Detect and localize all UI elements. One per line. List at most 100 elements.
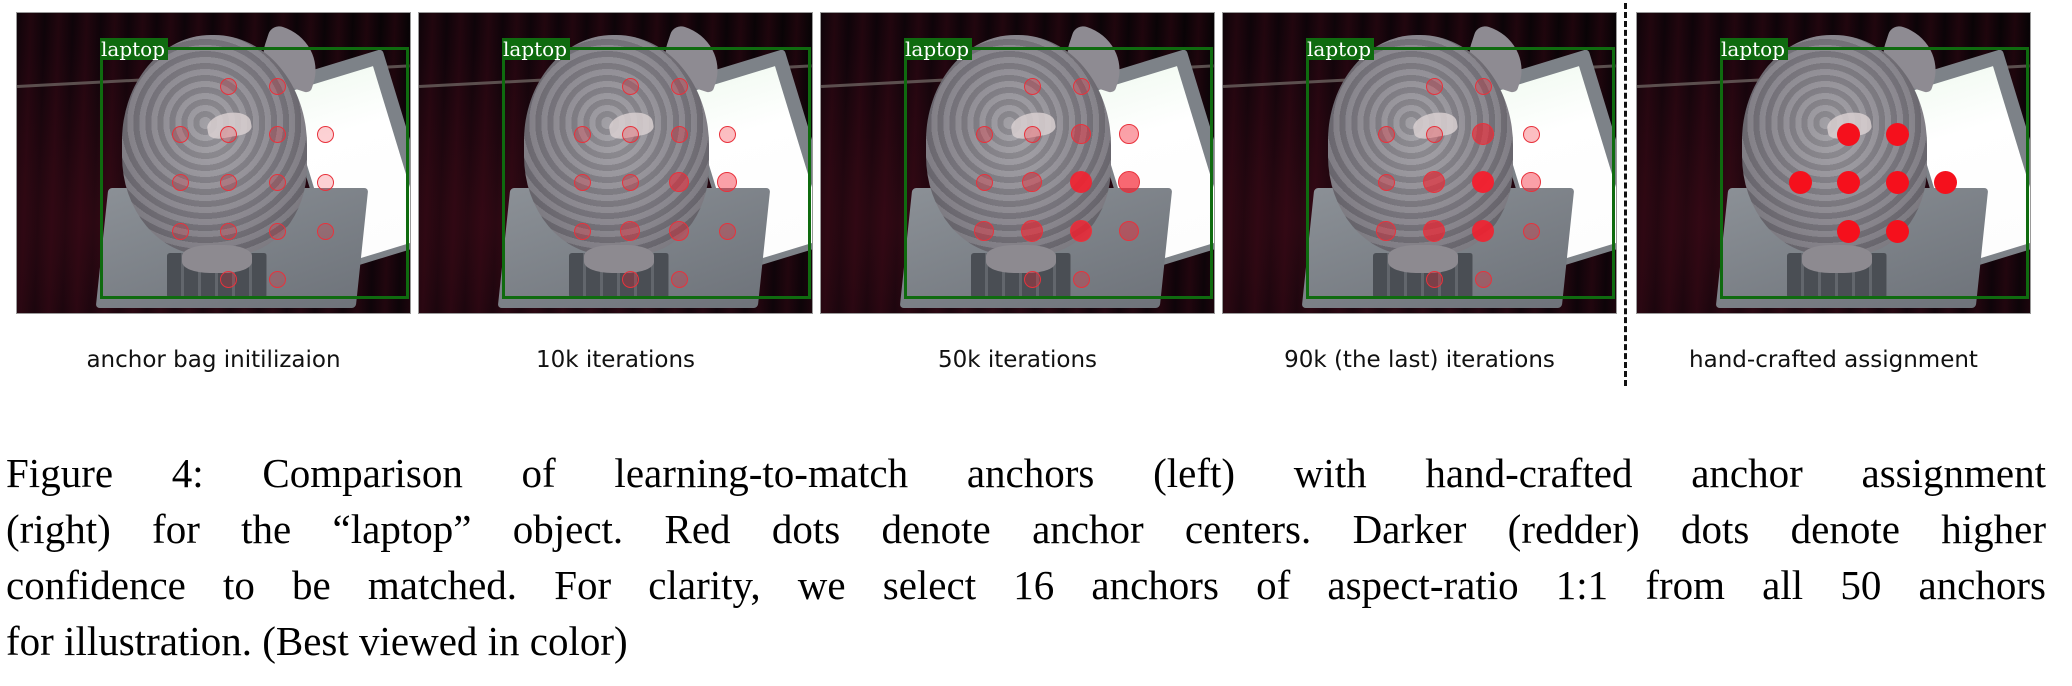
anchor-dot — [670, 77, 688, 95]
anchor-dot — [717, 172, 737, 192]
anchor-dot — [1023, 125, 1041, 143]
anchor-dot — [1070, 220, 1092, 242]
anchor-dot — [1423, 171, 1445, 193]
cat — [926, 35, 1111, 255]
laptop-bounding-box — [502, 47, 811, 299]
anchor-dot — [621, 77, 639, 95]
anchor-dot — [670, 125, 688, 143]
anchor-dot — [1119, 221, 1139, 241]
anchor-dot — [1521, 172, 1541, 192]
laptop-bounding-box — [100, 47, 409, 299]
anchor-dot — [1885, 170, 1909, 194]
cat-paws — [986, 245, 1056, 273]
anchor-dot — [1425, 270, 1443, 288]
anchor-dot — [1023, 270, 1041, 288]
anchor-dot — [1836, 219, 1860, 243]
anchor-dot — [1522, 125, 1540, 143]
cat-paws — [1802, 245, 1872, 273]
anchor-dot — [1423, 220, 1445, 242]
anchor-dot — [219, 173, 237, 191]
anchor-dot — [316, 173, 334, 191]
anchor-dot — [621, 173, 639, 191]
anchor-dot — [975, 125, 993, 143]
image-panel: laptop — [17, 13, 410, 313]
image-panel: laptop — [1223, 13, 1616, 313]
panel-caption: 50k iterations — [937, 347, 1098, 373]
anchor-dot — [1118, 171, 1140, 193]
anchor-dot — [1472, 123, 1494, 145]
anchor-dot — [1377, 125, 1395, 143]
cat — [1328, 35, 1513, 255]
anchor-dot — [1072, 77, 1090, 95]
anchor-dot — [1425, 125, 1443, 143]
anchor-dot — [573, 222, 591, 240]
anchor-dot — [974, 221, 994, 241]
anchor-dot — [1472, 220, 1494, 242]
cat-paws — [584, 245, 654, 273]
figure-caption: Figure 4: Comparison of learning-to-matc… — [6, 445, 2046, 669]
cat-paws — [182, 245, 252, 273]
anchor-dot — [219, 222, 237, 240]
anchor-dot — [621, 270, 639, 288]
anchor-dot — [621, 125, 639, 143]
anchor-dot — [975, 173, 993, 191]
bbox-label: laptop — [904, 38, 973, 60]
caption-line: for illustration. (Best viewed in color) — [6, 618, 628, 664]
cat-paws — [1388, 245, 1458, 273]
anchor-dot — [669, 221, 689, 241]
anchor-dot — [1474, 270, 1492, 288]
anchor-dot — [268, 125, 286, 143]
anchor-dot — [171, 173, 189, 191]
anchor-dot — [1119, 124, 1139, 144]
anchor-dot — [219, 270, 237, 288]
anchor-dot — [1376, 221, 1396, 241]
anchor-dot — [1022, 172, 1042, 192]
anchor-dot — [316, 125, 334, 143]
anchor-dot — [268, 270, 286, 288]
anchor-dot — [1023, 77, 1041, 95]
anchor-dot — [1425, 77, 1443, 95]
anchor-dot — [1885, 122, 1909, 146]
panel-caption: hand-crafted assignment — [1689, 347, 1978, 373]
anchor-dot — [1377, 173, 1395, 191]
anchor-dot — [620, 221, 640, 241]
anchor-dot — [268, 77, 286, 95]
anchor-dot — [670, 270, 688, 288]
bbox-label: laptop — [502, 38, 571, 60]
image-panel: laptop — [1637, 13, 2030, 313]
bbox-label: laptop — [1720, 38, 1789, 60]
laptop-bounding-box — [1306, 47, 1615, 299]
anchor-dot — [1836, 122, 1860, 146]
image-panel: laptop — [821, 13, 1214, 313]
cat — [122, 35, 307, 255]
bbox-label: laptop — [100, 38, 169, 60]
caption-line: (right) for the “laptop” object. Red dot… — [6, 506, 2046, 552]
anchor-dot — [669, 172, 689, 192]
anchor-dot — [171, 222, 189, 240]
anchor-dot — [718, 222, 736, 240]
panel-caption: anchor bag initilizaion — [86, 347, 341, 373]
anchor-dot — [171, 125, 189, 143]
anchor-dot — [1474, 77, 1492, 95]
dashed-divider — [1624, 3, 1627, 386]
anchor-dot — [1072, 270, 1090, 288]
anchor-dot — [1021, 220, 1043, 242]
laptop-bounding-box — [1720, 47, 2029, 299]
anchor-dot — [219, 77, 237, 95]
anchor-dot — [1070, 171, 1092, 193]
anchor-dot — [573, 125, 591, 143]
bbox-label: laptop — [1306, 38, 1375, 60]
anchor-dot — [1071, 124, 1091, 144]
panel-caption: 10k iterations — [535, 347, 696, 373]
anchor-dot — [268, 173, 286, 191]
anchor-dot — [268, 222, 286, 240]
anchor-dot — [1788, 170, 1812, 194]
caption-line: Figure 4: Comparison of learning-to-matc… — [6, 450, 2046, 496]
anchor-dot — [1933, 170, 1957, 194]
anchor-dot — [1885, 219, 1909, 243]
cat — [524, 35, 709, 255]
anchor-dot — [573, 173, 591, 191]
anchor-dot — [1522, 222, 1540, 240]
laptop-bounding-box — [904, 47, 1213, 299]
panel-caption: 90k (the last) iterations — [1284, 347, 1555, 373]
